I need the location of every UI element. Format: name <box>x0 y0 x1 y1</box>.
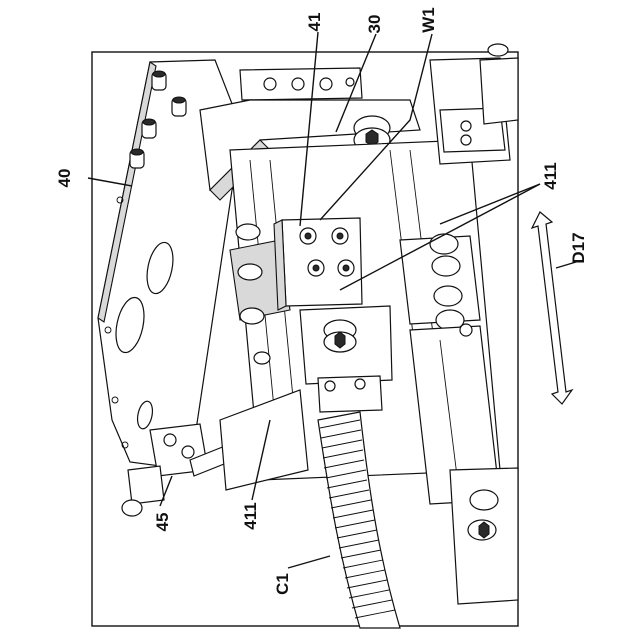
label-411-right: 411 <box>541 162 560 189</box>
clamp-block-41 <box>274 218 362 310</box>
label-W1: W1 <box>419 7 438 33</box>
label-411-left: 411 <box>241 502 260 529</box>
label-40: 40 <box>55 169 74 188</box>
label-C1: C1 <box>273 573 292 595</box>
lower-right-block <box>450 468 518 604</box>
label-45: 45 <box>153 513 172 532</box>
label-D17: D17 <box>569 232 588 263</box>
label-41: 41 <box>305 13 324 32</box>
label-30: 30 <box>365 15 384 34</box>
direction-arrow-D17 <box>532 212 572 404</box>
upper-right-blocks <box>430 44 518 164</box>
